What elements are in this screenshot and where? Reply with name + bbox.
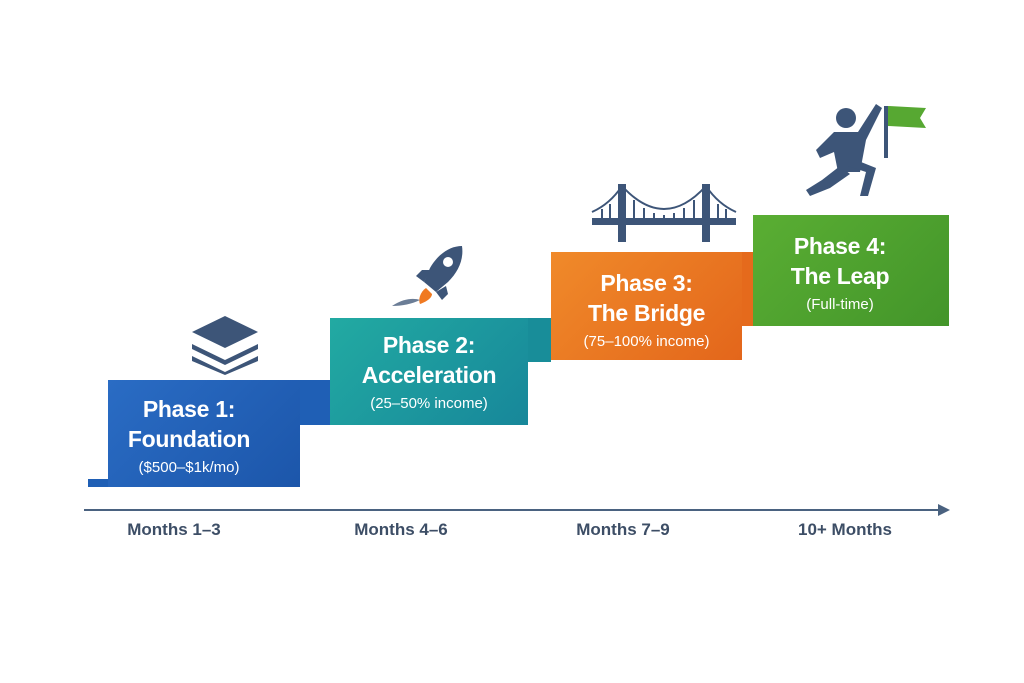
phase-3-title: Phase 3: <box>600 270 693 296</box>
phase-2-title: Phase 2: <box>382 332 476 358</box>
phase-4-title: Phase 4: <box>793 233 887 259</box>
phase-4-name: The Leap <box>790 263 890 289</box>
rocket-icon <box>392 246 463 306</box>
period-label-4: 10+ Months <box>798 520 892 539</box>
bridge-icon <box>591 184 737 242</box>
phase-3-name: The Bridge <box>587 300 706 326</box>
phase-1-title: Phase 1: <box>142 396 236 422</box>
phase-3-block: Phase 3: The Bridge (75–100% income) <box>551 252 742 360</box>
phase-2-subtitle: (25–50% income) <box>370 395 488 412</box>
phase-4-block: Phase 4: The Leap (Full-time) <box>753 215 949 326</box>
phase-3-top-extension <box>742 252 753 326</box>
phase-1-block: Phase 1: Foundation ($500–$1k/mo) <box>108 380 300 487</box>
person-flag-icon <box>806 104 926 196</box>
phase-2-name: Acceleration <box>361 362 497 388</box>
phase-2-top-extension <box>528 318 551 362</box>
phase-1-name: Foundation <box>127 426 251 452</box>
timeline-axis <box>84 504 950 516</box>
phase-3-subtitle: (75–100% income) <box>583 333 710 350</box>
phase-2-block: Phase 2: Acceleration (25–50% income) <box>330 318 528 425</box>
layers-icon <box>192 316 258 375</box>
phase-4-subtitle: (Full-time) <box>806 296 874 313</box>
period-label-2: Months 4–6 <box>354 520 448 539</box>
period-label-3: Months 7–9 <box>576 520 670 539</box>
phase-1-top-extension <box>300 380 330 425</box>
phase-1-subtitle: ($500–$1k/mo) <box>138 459 240 476</box>
period-label-1: Months 1–3 <box>127 520 221 539</box>
